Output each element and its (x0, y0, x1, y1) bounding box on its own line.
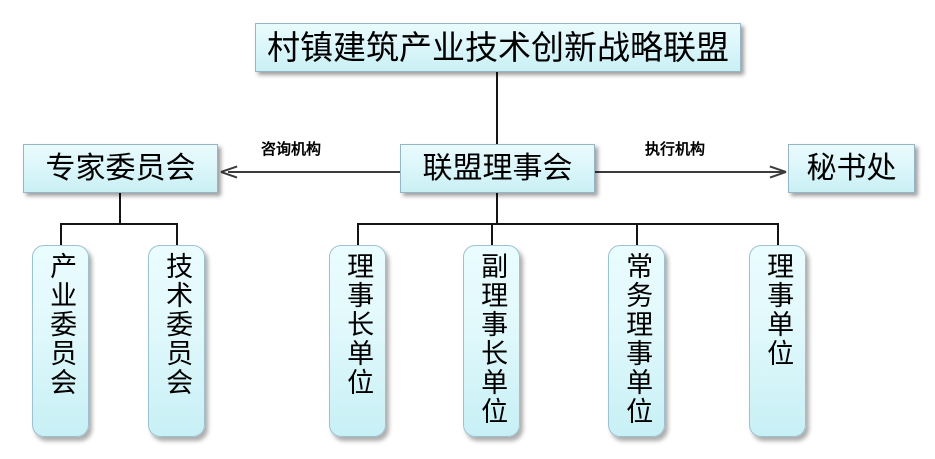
node-label: 专家委员会 (45, 150, 196, 186)
connector-drop-council-child-3 (636, 223, 638, 246)
connector-council-down (496, 193, 498, 224)
node-secretariat[interactable]: 秘书处 (788, 144, 915, 193)
node-alliance-council[interactable]: 联盟理事会 (400, 144, 595, 193)
connector-council-bus (357, 223, 779, 225)
node-director-unit[interactable]: 理事单位 (749, 245, 806, 437)
node-industry-committee[interactable]: 产业委员会 (32, 245, 89, 437)
node-technology-committee[interactable]: 技术委员会 (148, 245, 205, 437)
node-label: 副理事长单位 (476, 252, 508, 426)
edge-label-consult: 咨询机构 (261, 140, 322, 158)
arrow-shaft-execute (595, 171, 785, 173)
arrow-shaft-consult (228, 171, 400, 173)
node-label: 秘书处 (806, 150, 897, 186)
node-label: 技术委员会 (161, 252, 193, 397)
node-alliance-title[interactable]: 村镇建筑产业技术创新战略联盟 (255, 23, 741, 72)
connector-drop-expert-child-1 (60, 223, 62, 246)
node-expert-committee[interactable]: 专家委员会 (23, 144, 218, 193)
node-label: 常务理事单位 (621, 252, 653, 426)
connector-title-to-council (496, 72, 498, 145)
connector-drop-expert-child-2 (176, 223, 178, 246)
edge-label-execute: 执行机构 (645, 140, 706, 158)
connector-drop-council-child-4 (777, 223, 779, 246)
node-executive-director-unit[interactable]: 常务理事单位 (608, 245, 665, 437)
connector-drop-council-child-2 (491, 223, 493, 246)
node-label: 联盟理事会 (422, 150, 573, 186)
connector-expert-down (119, 193, 121, 224)
connector-expert-bus (60, 223, 178, 225)
node-label: 理事单位 (762, 252, 794, 368)
connector-drop-council-child-1 (357, 223, 359, 246)
node-vice-chairman-unit[interactable]: 副理事长单位 (463, 245, 520, 437)
node-label: 村镇建筑产业技术创新战略联盟 (267, 28, 729, 67)
node-label: 理事长单位 (342, 252, 374, 397)
node-label: 产业委员会 (45, 252, 77, 397)
node-chairman-unit[interactable]: 理事长单位 (329, 245, 386, 437)
